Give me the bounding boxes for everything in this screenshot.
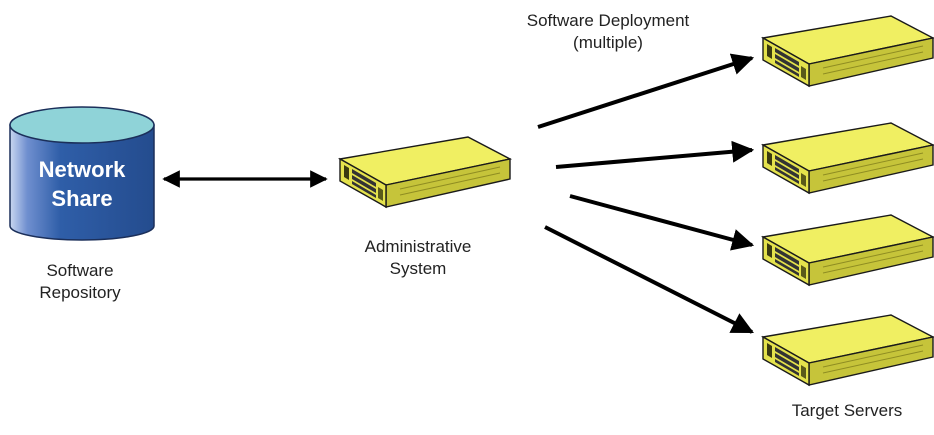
- deploy-arrow-2: [555, 140, 755, 169]
- deploy-arrow-3: [569, 194, 755, 251]
- target-server-icon-1: [762, 15, 934, 87]
- cylinder-text-network: Network: [39, 157, 127, 182]
- database-cylinder-icon: Network Share: [9, 106, 155, 241]
- deployment-label: Software Deployment (multiple): [508, 10, 708, 54]
- target-server-icon-3: [762, 214, 934, 286]
- target-server-icon-4: [762, 314, 934, 386]
- admin-label-line2: System: [389, 259, 447, 278]
- repository-label-line1: Software: [46, 261, 114, 280]
- repository-label: Software Repository: [5, 260, 155, 304]
- admin-server-icon: [339, 136, 511, 208]
- target-server-icon-2: [762, 122, 934, 194]
- deploy-arrow-1: [537, 53, 755, 129]
- deployment-label-line2: (multiple): [573, 33, 643, 52]
- cylinder-text-share: Share: [51, 186, 112, 211]
- target-servers-label: Target Servers: [791, 401, 903, 420]
- deploy-arrow-4: [544, 225, 754, 334]
- admin-label-line1: Administrative: [364, 237, 472, 256]
- deployment-label-line1: Software Deployment: [526, 11, 690, 30]
- admin-label: Administrative System: [348, 236, 488, 280]
- deployment-arrows: [537, 53, 755, 334]
- repository-label-line2: Repository: [39, 283, 121, 302]
